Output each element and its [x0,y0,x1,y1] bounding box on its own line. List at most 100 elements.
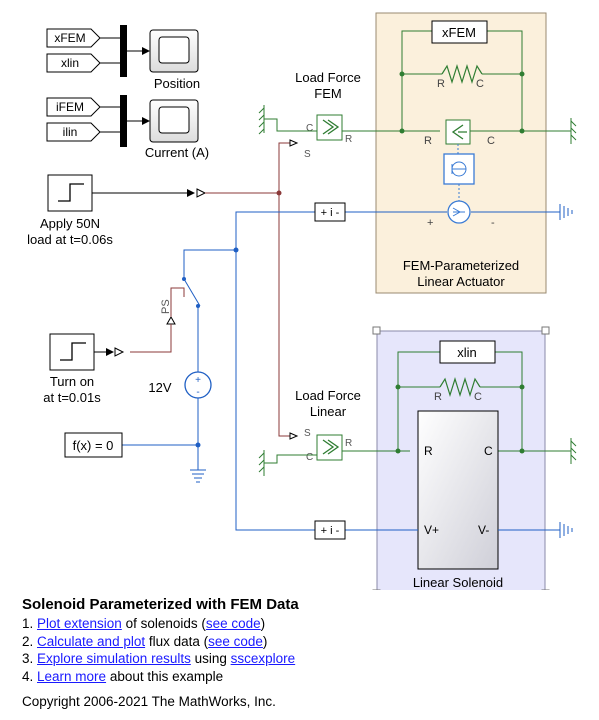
voltage-label: 12V [148,380,171,395]
block-diagram-canvas: FEM-Parameterized Linear Actuator xFEM x… [27,12,577,590]
solver-configuration[interactable]: f(x) = 0 [64,432,123,458]
linear-damper-r: R [434,391,442,403]
load-force-linear-label-line1: Load Force [295,388,361,403]
copyright-notice: Copyright 2006-2021 The MathWorks, Inc. [22,694,276,709]
fem-port-c: C [487,135,495,147]
linear-solenoid-name: Linear Solenoid [413,575,503,590]
load-force-fem-port-r: R [345,134,352,145]
voltage-source-12v[interactable]: + - [184,371,212,399]
linear-sensor-label: xlin [457,345,477,360]
load-force-linear-label-line2: Linear [310,404,347,419]
load-force-fem-label-line2: FEM [314,86,341,101]
selection-handles [372,326,550,590]
item3-mid: using [190,651,231,666]
see-code-link-2[interactable]: see code [208,633,263,649]
fem-ps-block[interactable] [443,153,475,185]
fem-sensor-label: xFEM [442,25,476,40]
step-turn-on-line1: Turn on [50,374,94,389]
mux-position[interactable] [120,25,127,77]
tag-xlin-label: xlin [61,56,79,70]
item1-mid: of solenoids ( [121,616,206,631]
info-item-3: 3. Explore simulation results using ssce… [22,650,582,668]
load-force-fem-port-s: S [304,149,311,160]
item1-prefix: 1. [22,616,38,631]
solver-config-label: f(x) = 0 [73,438,114,453]
scope-current[interactable] [149,99,199,143]
fem-actuator-subsystem[interactable] [375,12,547,294]
goto-tag-ilin[interactable]: ilin [46,122,101,142]
mech-ground-fem-left [258,105,317,135]
fem-damper-zigzag[interactable] [441,63,483,85]
svg-text:-: - [196,387,199,398]
model-title: Solenoid Parameterized with FEM Data [22,596,299,613]
info-item-2: 2. Calculate and plot flux data (see cod… [22,633,582,651]
step-turn-on[interactable] [49,333,95,371]
wire-step-on-ps [130,324,172,353]
tag-xfem-label: xFEM [54,31,85,45]
item2-mid: flux data ( [145,633,209,649]
linear-port-vminus: V- [478,523,489,537]
mech-ground-fem-right [560,118,577,144]
scope-position-label: Position [154,76,200,91]
ps-port-label: PS [160,299,172,314]
fem-damper-c: C [476,78,484,90]
linear-internal-mech-wires [397,351,560,452]
linear-position-sensor[interactable]: xlin [439,340,496,364]
item1-end: ) [260,616,266,631]
load-force-fem-block[interactable] [316,114,343,141]
fem-plus: + [427,217,433,229]
linear-solenoid-block[interactable] [417,410,499,570]
plot-extension-link[interactable]: Plot extension [37,616,122,631]
item4-end: about this example [106,668,224,684]
calculate-plot-link[interactable]: Calculate and plot [37,633,146,649]
step-turn-on-line2: at t=0.01s [43,390,101,405]
elec-ground-linear [559,522,573,538]
step-apply-load-line2: load at t=0.06s [27,232,113,247]
model-info-panel: Solenoid Parameterized with FEM Data 1. … [22,596,582,685]
fem-current-source[interactable] [447,200,471,224]
load-force-linear-port-s: S [304,428,311,439]
step-apply-load-line1: Apply 50N [40,216,100,231]
mux-current[interactable] [120,95,127,147]
current-sensor-linear[interactable]: + i - [314,520,346,540]
current-sensor-fem[interactable]: + i - [314,202,346,222]
tag-ifem-label: iFEM [56,100,84,114]
item4-prefix: 4. [22,668,38,684]
load-force-linear-port-r: R [345,438,352,449]
fem-internal-mech-wires [401,30,560,132]
fem-position-sensor[interactable]: xFEM [431,20,488,44]
explore-results-link[interactable]: Explore simulation results [37,651,191,666]
info-item-4: 4. Learn more about this example [22,668,582,686]
scope-current-label: Current (A) [145,145,209,160]
goto-tag-xfem[interactable]: xFEM [46,28,101,48]
current-sensor-linear-label: + i - [321,525,340,537]
info-item-1: 1. Plot extension of solenoids (see code… [22,615,582,633]
learn-more-link[interactable]: Learn more [37,668,107,684]
ps-load-force-wires [205,142,290,437]
mech-ground-linear-right [560,438,577,464]
tag-ilin-label: ilin [63,125,78,139]
linear-port-c: C [484,444,493,458]
goto-tag-ifem[interactable]: iFEM [46,97,101,117]
current-sensor-fem-label: + i - [321,207,340,219]
linear-damper-zigzag[interactable] [439,376,481,398]
item2-prefix: 2. [22,633,38,649]
load-force-linear-block[interactable] [316,434,343,461]
mech-ground-linear-left [258,450,317,476]
step-apply-load[interactable] [47,174,93,212]
elec-ground-bottom [190,469,206,483]
fem-actuator-name-line1: FEM-Parameterized [403,258,519,273]
linear-port-r: R [424,444,433,458]
sscexplore-link[interactable]: sscexplore [230,651,296,666]
fem-actuator-name-line2: Linear Actuator [417,274,505,289]
load-force-linear-port-c: C [306,452,313,463]
goto-tag-xlin[interactable]: xlin [46,53,101,73]
fem-damper-r: R [437,78,445,90]
fem-force-source[interactable] [445,119,471,145]
scope-position[interactable] [149,29,199,73]
item3-prefix: 3. [22,651,38,666]
linear-port-vplus: V+ [424,523,439,537]
load-force-fem-label-line1: Load Force [295,70,361,85]
see-code-link-1[interactable]: see code [205,616,261,631]
fem-minus: - [491,217,495,229]
